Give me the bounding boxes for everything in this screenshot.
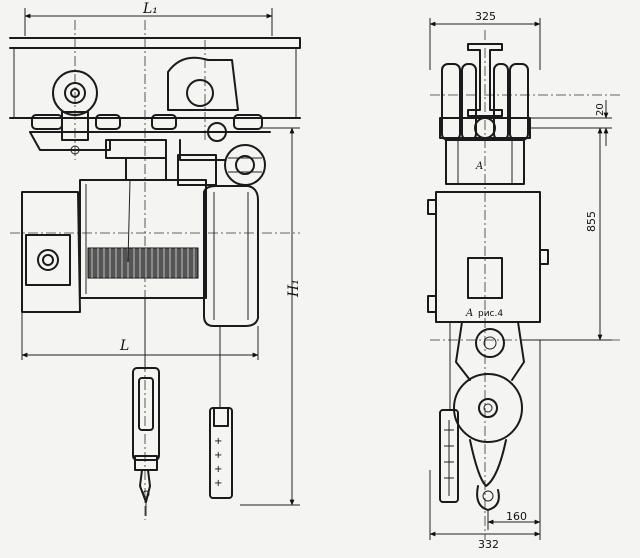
right-trolley-wheel <box>167 56 239 142</box>
beam-section <box>467 43 503 117</box>
hoist-mount <box>105 139 167 181</box>
dimension-332-label: 332 <box>478 538 499 551</box>
side-pendant <box>439 322 459 503</box>
svg-text:+: + <box>214 464 222 475</box>
hook-block <box>132 298 160 516</box>
dimension-325: 325 <box>429 10 541 70</box>
pendant-control: + + + + <box>209 326 233 499</box>
dimension-l: L <box>21 312 259 360</box>
rail-beam <box>9 37 301 119</box>
section-a-lower: A <box>465 308 473 319</box>
dimension-h1: H₁ <box>240 127 302 506</box>
dimension-332: 332 <box>429 340 541 551</box>
side-view: 325 20 <box>427 10 620 551</box>
dimension-l1: L₁ <box>24 1 273 36</box>
section-reference: рис.4 <box>478 309 503 319</box>
front-view: L₁ <box>9 1 302 520</box>
svg-text:+: + <box>214 436 222 447</box>
dimension-325-label: 325 <box>475 10 496 23</box>
dimension-20-label: 20 <box>595 103 606 116</box>
dimension-h1-label: H₁ <box>286 279 302 298</box>
dimension-l-label: L <box>119 338 129 354</box>
side-hook-block <box>453 321 525 511</box>
dimension-l1-label: L₁ <box>142 1 158 17</box>
gearbox <box>203 185 259 327</box>
dimension-855: 855 <box>520 127 612 341</box>
side-hanger: A <box>445 139 525 185</box>
dimension-160: 160 <box>487 510 541 530</box>
trolley-crossbar <box>29 114 271 161</box>
svg-text:+: + <box>214 450 222 461</box>
side-hoist-body: A рис.4 <box>427 191 549 323</box>
motor-housing <box>21 191 81 313</box>
dimension-160-label: 160 <box>506 510 527 523</box>
rope-drum <box>79 179 207 299</box>
svg-text:+: + <box>214 478 222 489</box>
dimension-855-label: 855 <box>585 211 598 232</box>
section-a-upper: A <box>475 161 483 172</box>
